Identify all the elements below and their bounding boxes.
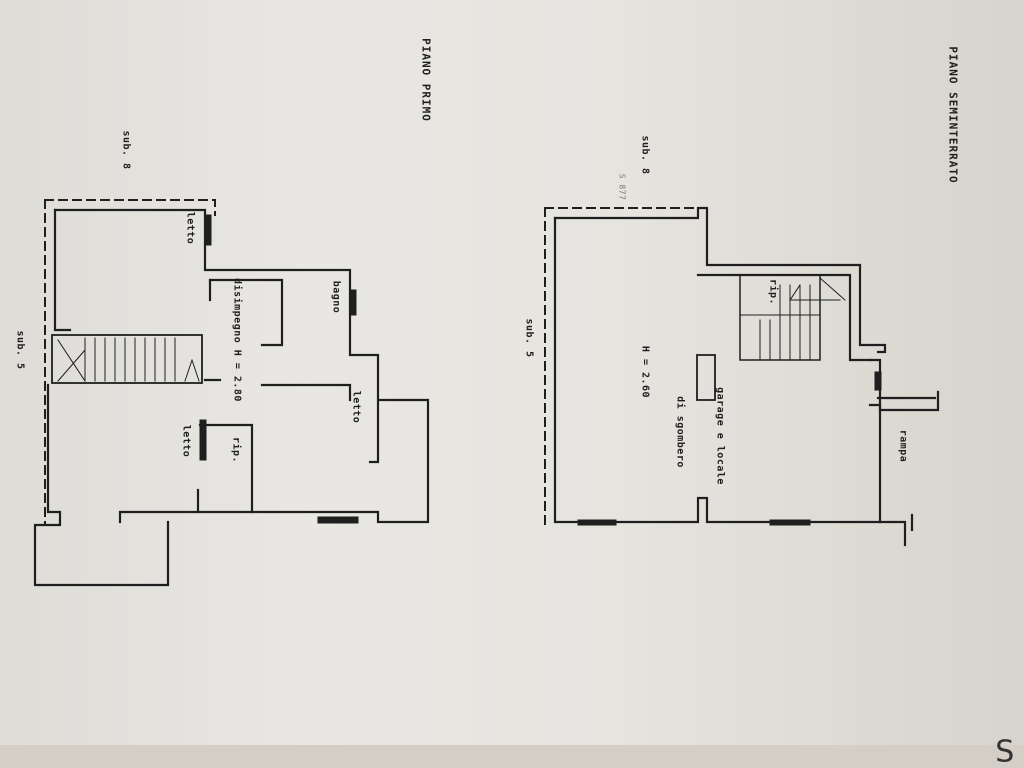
primo-sub-label: sub. 8 [120, 130, 132, 170]
primo-room-letto-top: letto [184, 211, 196, 245]
seminterrato-annotation: S 877 [617, 173, 627, 201]
primo-bottom-wall [118, 398, 430, 524]
primo-room-letto-mid: letto [350, 390, 362, 424]
page-edge-strip [0, 745, 1024, 768]
seminterrato-plan [544, 206, 940, 547]
primo-room-disimpegno: disimpegno H = 2.80 [231, 278, 243, 402]
seminterrato-window-2 [577, 519, 617, 526]
primo-window-1 [317, 516, 359, 524]
primo-room-rip: rip. [230, 436, 242, 464]
seminterrato-garage-line1: garage e locale [714, 387, 726, 485]
primo-dashed-top [44, 199, 216, 216]
seminterrato-window-1 [769, 519, 811, 526]
primo-outer-left-2 [33, 383, 170, 587]
seminterrato-stair-treads [739, 277, 846, 361]
primo-stair [51, 334, 203, 384]
primo-inner-wall-3 [198, 423, 254, 514]
handwritten-mark: S [995, 734, 1015, 768]
primo-window-2 [204, 214, 212, 246]
seminterrato-pillar [696, 354, 716, 401]
seminterrato-sub-label: sub. 8 [639, 135, 651, 175]
primo-window-3 [349, 289, 357, 316]
primo-outer-left [53, 208, 72, 332]
primo-plan [33, 199, 430, 587]
primo-area-label: sub. 5 [14, 330, 26, 370]
seminterrato-rampa: rampa [897, 429, 909, 463]
primo-inner-wall-2 [260, 383, 352, 402]
seminterrato-outer-wall [553, 216, 882, 524]
primo-window-4 [199, 419, 207, 461]
seminterrato-height: H = 2.60 [639, 345, 651, 399]
seminterrato-title: PIANO SEMINTERRATO [946, 46, 960, 184]
seminterrato-room-rip: rip. [767, 278, 779, 306]
seminterrato-garage-line2: di sgombero [674, 396, 686, 468]
seminterrato-right-wall-lower [868, 403, 907, 547]
primo-room-letto-bottom: letto [180, 424, 192, 458]
seminterrato-inner-top-wall [553, 206, 887, 354]
seminterrato-stair-wall [696, 273, 872, 362]
seminterrato-window-3 [874, 371, 882, 391]
primo-room-bagno: bagno [330, 280, 342, 314]
primo-inner-wall-1 [208, 278, 284, 347]
seminterrato-area-label: sub. 5 [523, 318, 535, 358]
primo-title: PIANO PRIMO [419, 38, 433, 122]
primo-stair-treads [57, 337, 200, 382]
